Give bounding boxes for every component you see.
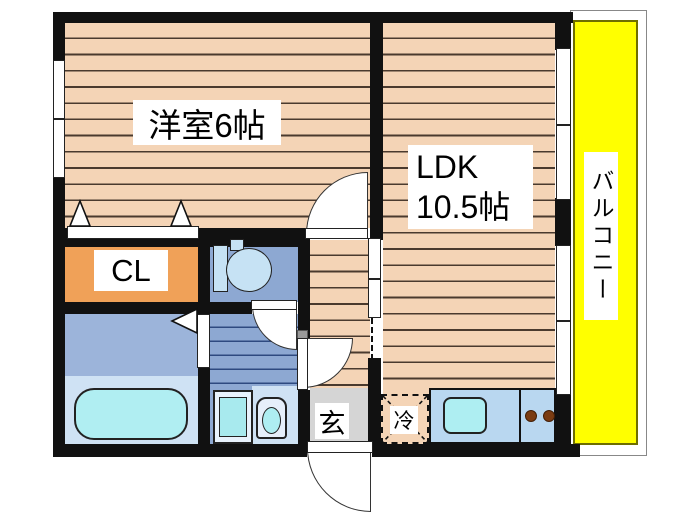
closet-door-strip (67, 226, 199, 239)
toilet-door-leaf (251, 300, 297, 310)
wall-washroom-hallway-lower (298, 390, 310, 444)
wall-hallway-ldk (368, 358, 381, 444)
window-ldk-right-lower (556, 245, 571, 395)
western-room-label: 洋室6帖 (133, 100, 281, 145)
closet-label: CL (94, 250, 168, 291)
window-ldk-right-upper (556, 48, 571, 200)
balcony-label: バルコニー (584, 152, 618, 320)
wall-right-upper (555, 12, 571, 50)
ldk-name: LDK (416, 149, 479, 185)
bathroom-upper-floor (65, 314, 198, 376)
wall-western-ldk (370, 12, 383, 240)
washroom-door-leaf (297, 338, 308, 390)
sliding-door-track-dashed (371, 318, 373, 360)
western-room-door-leaf (305, 228, 368, 239)
stove-burner-right (543, 410, 555, 422)
sash-mark (557, 320, 570, 322)
kitchen-sink (443, 397, 487, 434)
ldk-size: 10.5帖 (416, 189, 511, 225)
entrance-door-arc (307, 448, 371, 512)
stove-burner-left (525, 410, 537, 422)
wash-basin-bowl (262, 407, 281, 434)
refrigerator-label: 冷 (390, 406, 418, 434)
sash-mark (54, 118, 64, 120)
bathroom-door (197, 314, 210, 368)
kitchen-counter-divider (519, 388, 521, 444)
sash-mark (369, 278, 380, 280)
wall-right-lower (555, 393, 571, 444)
wall-closet-toilet (198, 228, 210, 312)
toilet-bowl (226, 248, 272, 292)
wall-bottom-left (53, 444, 307, 457)
entrance-label: 玄 (315, 403, 349, 439)
ldk-label: LDK 10.5帖 (408, 145, 533, 229)
ldk-floor (383, 23, 555, 444)
bathtub (74, 388, 188, 440)
washing-machine-inner (219, 397, 247, 437)
sliding-door-ldk (368, 238, 381, 318)
wall-right-middle (555, 198, 571, 246)
window-western-left (53, 60, 65, 178)
wall-bottom-right (372, 444, 580, 457)
wall-closet-bath (53, 302, 252, 314)
sash-mark (557, 124, 570, 126)
wall-washroom-hallway-upper (298, 228, 310, 338)
entrance-door-leaf (307, 441, 373, 453)
wall-top (53, 12, 573, 23)
